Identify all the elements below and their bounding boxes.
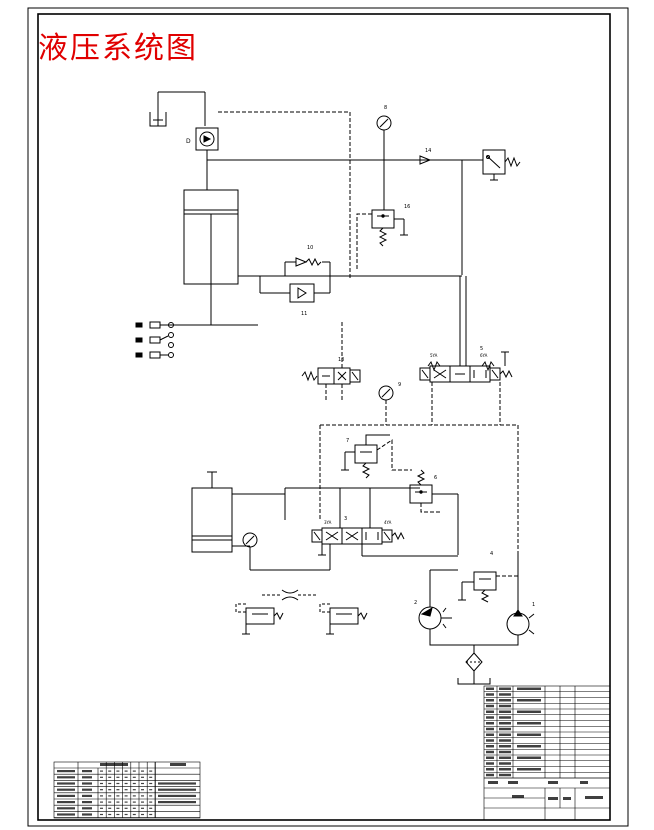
valve-16: 16 (356, 204, 410, 270)
valve-13-label: 13 (338, 357, 344, 363)
check-valve-14: 14 (419, 148, 431, 165)
gauge-9: 9 (378, 382, 401, 425)
pressure-switch (482, 149, 521, 181)
gauge-9-label: 9 (398, 382, 401, 388)
relief-valve-4-label: 4 (490, 551, 493, 557)
valve-13: 13 (301, 320, 361, 400)
relief-valve-7-label: 7 (346, 438, 349, 444)
check-valve-14-label: 14 (425, 148, 431, 154)
throttle (262, 589, 318, 601)
drawing-title: 液压系统图 (38, 31, 198, 66)
lower-valve-right (319, 603, 368, 635)
inner-frame (37, 13, 611, 821)
check-valve-10-label: 10 (307, 245, 313, 251)
check-valve-10: 10 (284, 245, 331, 276)
valve-3: 3YA 4YA 3 (311, 488, 458, 570)
motor-2-label: 2 (414, 600, 417, 606)
valve-11: 11 (238, 275, 462, 317)
valve-5: 5YA 6YA 5 (419, 276, 513, 425)
valve-5-label: 5 (480, 346, 483, 352)
gauge-8-label: 8 (384, 105, 387, 111)
pump-1-label: 1 (532, 602, 535, 608)
pump-d: D (186, 127, 219, 151)
lower-valve-left (235, 603, 284, 635)
relief-valve-7: 7 (341, 434, 412, 479)
valve-16-label: 16 (404, 204, 410, 210)
valve-5-left-label: 5YA (430, 353, 438, 358)
relief-valve-4: 4 (458, 551, 519, 603)
limit-switches (135, 321, 174, 359)
relief-valve-6: 6 (409, 469, 459, 555)
pump-d-label: D (186, 138, 191, 145)
outer-frame (27, 7, 629, 827)
relief-valve-6-label: 6 (434, 475, 437, 481)
pump-1: 1 (506, 555, 535, 636)
valve-11-label: 11 (301, 311, 307, 317)
gauge-lower (242, 532, 330, 571)
gauge-8: 8 (376, 105, 392, 210)
filter (457, 645, 491, 685)
title-block (483, 685, 611, 821)
motor-2: 2 (414, 569, 458, 630)
valve-5-right-label: 6YA (480, 353, 488, 358)
pilot-box (320, 424, 519, 555)
cylinder-bottom (191, 471, 420, 553)
action-table (53, 761, 201, 819)
cylinder-top (160, 160, 258, 326)
tank-top (149, 91, 206, 127)
valve-3-left-label: 3YA (324, 520, 332, 525)
valve-3-label: 3 (344, 516, 347, 522)
valve-3-right-label: 4YA (384, 520, 392, 525)
